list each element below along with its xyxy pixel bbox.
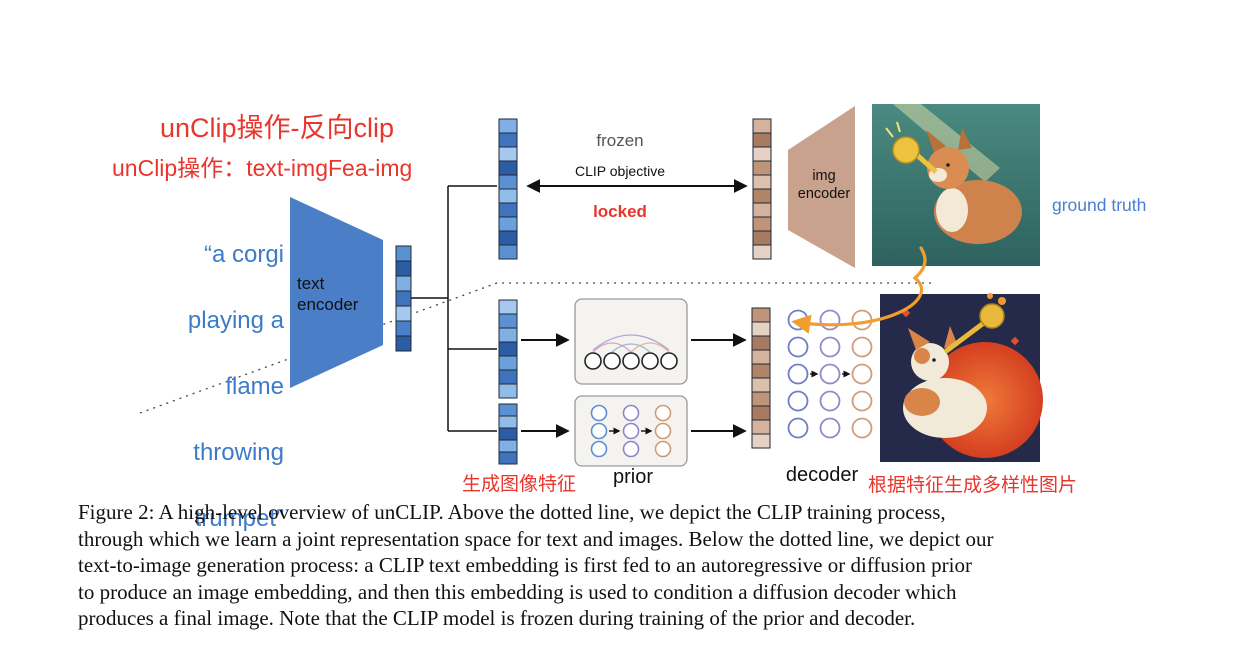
ground-truth-image — [872, 104, 1040, 266]
generated-image — [880, 293, 1043, 462]
prompt-line: “a corgi — [203, 241, 284, 268]
locked-label: locked — [593, 202, 647, 221]
orange-annotation-arrow — [791, 246, 927, 334]
prior-input-stack-a — [498, 299, 518, 399]
caption-line: to produce an image embedding, and then … — [78, 579, 957, 604]
clip-text-embedding-stack — [498, 118, 518, 260]
prompt-line: flame — [225, 373, 284, 400]
annotation-subtitle: unClip操作：text-imgFea-img — [112, 155, 413, 181]
ground-truth-label: ground truth — [1052, 195, 1147, 215]
text-encoder-shape — [290, 197, 383, 388]
text-encoder-label: text encoder — [297, 274, 359, 314]
text-embedding-stack-small — [395, 245, 412, 352]
decoder-label: decoder — [785, 464, 859, 486]
frozen-label: frozen — [596, 131, 644, 150]
generated-image-embedding-stack — [751, 307, 771, 449]
prior-label: prior — [612, 466, 653, 488]
img-encoder-shape — [788, 106, 855, 268]
prompt-line: playing a — [187, 307, 284, 334]
prompt-line: trumpet” — [194, 505, 284, 532]
figure-caption: Figure 2: A high-level overview of unCLI… — [78, 499, 1208, 632]
clip-objective-label: CLIP objective — [574, 163, 665, 179]
prior-input-stack-b — [498, 403, 518, 465]
annotation-title: unClip操作-反向clip — [160, 113, 395, 143]
caption-line: Figure 2: A high-level overview of unCLI… — [78, 500, 946, 524]
dotted-separator-line — [139, 282, 932, 414]
clip-image-embedding-stack — [752, 118, 772, 260]
text-prompt: “a corgi playing a flame throwing trumpe… — [138, 205, 284, 568]
caption-line: text-to-image generation process: a CLIP… — [78, 553, 973, 578]
diffusion-prior-box — [574, 395, 688, 467]
img-encoder-label: img encoder — [797, 168, 851, 202]
fork-lines — [411, 185, 497, 432]
prompt-line: throwing — [193, 439, 284, 466]
caption-line: produces a final image. Note that the CL… — [78, 606, 916, 631]
decoder-network — [787, 309, 873, 439]
caption-line: through which we learn a joint represent… — [78, 526, 994, 551]
generated-features-annotation: 生成图像特征 — [462, 474, 577, 495]
diverse-images-annotation: 根据特征生成多样性图片 — [868, 475, 1078, 496]
autoregressive-prior-box — [574, 298, 688, 385]
